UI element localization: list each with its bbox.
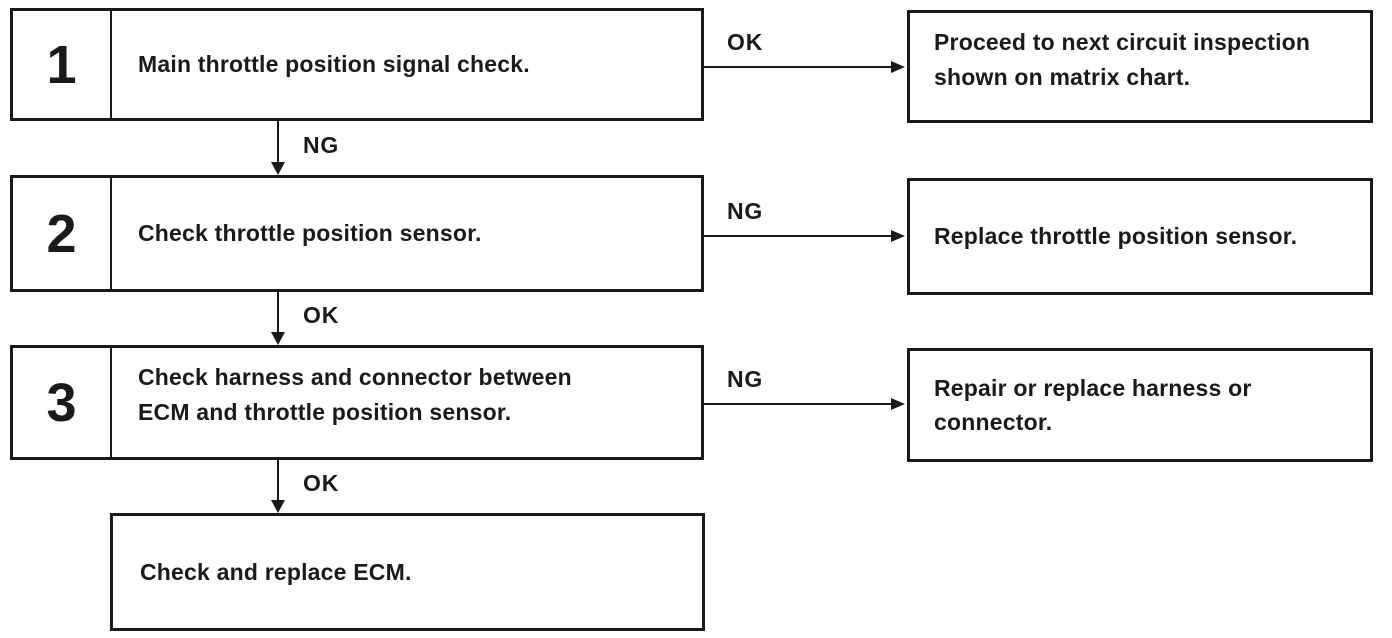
result-box-3: Repair or replace harness or connector. bbox=[907, 348, 1373, 462]
step-label-3: Check harness and connector between ECM … bbox=[138, 364, 572, 425]
step-content-2: Check throttle position sensor. bbox=[112, 178, 701, 289]
step-label-2: Check throttle position sensor. bbox=[138, 220, 482, 247]
result-box-1: Proceed to next circuit inspection shown… bbox=[907, 10, 1373, 123]
result-label-2: Replace throttle position sensor. bbox=[934, 223, 1298, 250]
final-box: Check and replace ECM. bbox=[110, 513, 705, 631]
step-content-1: Main throttle position signal check. bbox=[112, 11, 701, 118]
branch-arrow-1 bbox=[704, 66, 891, 68]
final-label: Check and replace ECM. bbox=[140, 558, 412, 585]
branch-arrow-label-2: NG bbox=[727, 198, 764, 224]
down-arrow-label-2: OK bbox=[303, 302, 340, 328]
step-box-1: 1 Main throttle position signal check. bbox=[10, 8, 704, 121]
step-box-2: 2 Check throttle position sensor. bbox=[10, 175, 704, 292]
down-arrow-1 bbox=[277, 121, 279, 162]
down-arrow-label-1: NG bbox=[303, 132, 340, 158]
down-arrow-label-3: OK bbox=[303, 470, 340, 496]
branch-arrow-label-3: NG bbox=[727, 366, 764, 392]
step-content-3: Check harness and connector between ECM … bbox=[112, 348, 701, 457]
result-label-3: Repair or replace harness or connector. bbox=[934, 374, 1252, 436]
branch-arrow-label-1: OK bbox=[727, 29, 764, 55]
step-box-3: 3 Check harness and connector between EC… bbox=[10, 345, 704, 460]
step-number-2: 2 bbox=[13, 178, 112, 289]
down-arrow-2 bbox=[277, 292, 279, 332]
branch-arrow-3 bbox=[704, 403, 891, 405]
result-box-2: Replace throttle position sensor. bbox=[907, 178, 1373, 295]
step-number-3: 3 bbox=[13, 348, 112, 457]
step-number-1: 1 bbox=[13, 11, 112, 118]
step-label-1: Main throttle position signal check. bbox=[138, 51, 530, 78]
result-label-1: Proceed to next circuit inspection shown… bbox=[934, 29, 1311, 90]
branch-arrow-2 bbox=[704, 235, 891, 237]
down-arrow-3 bbox=[277, 460, 279, 500]
